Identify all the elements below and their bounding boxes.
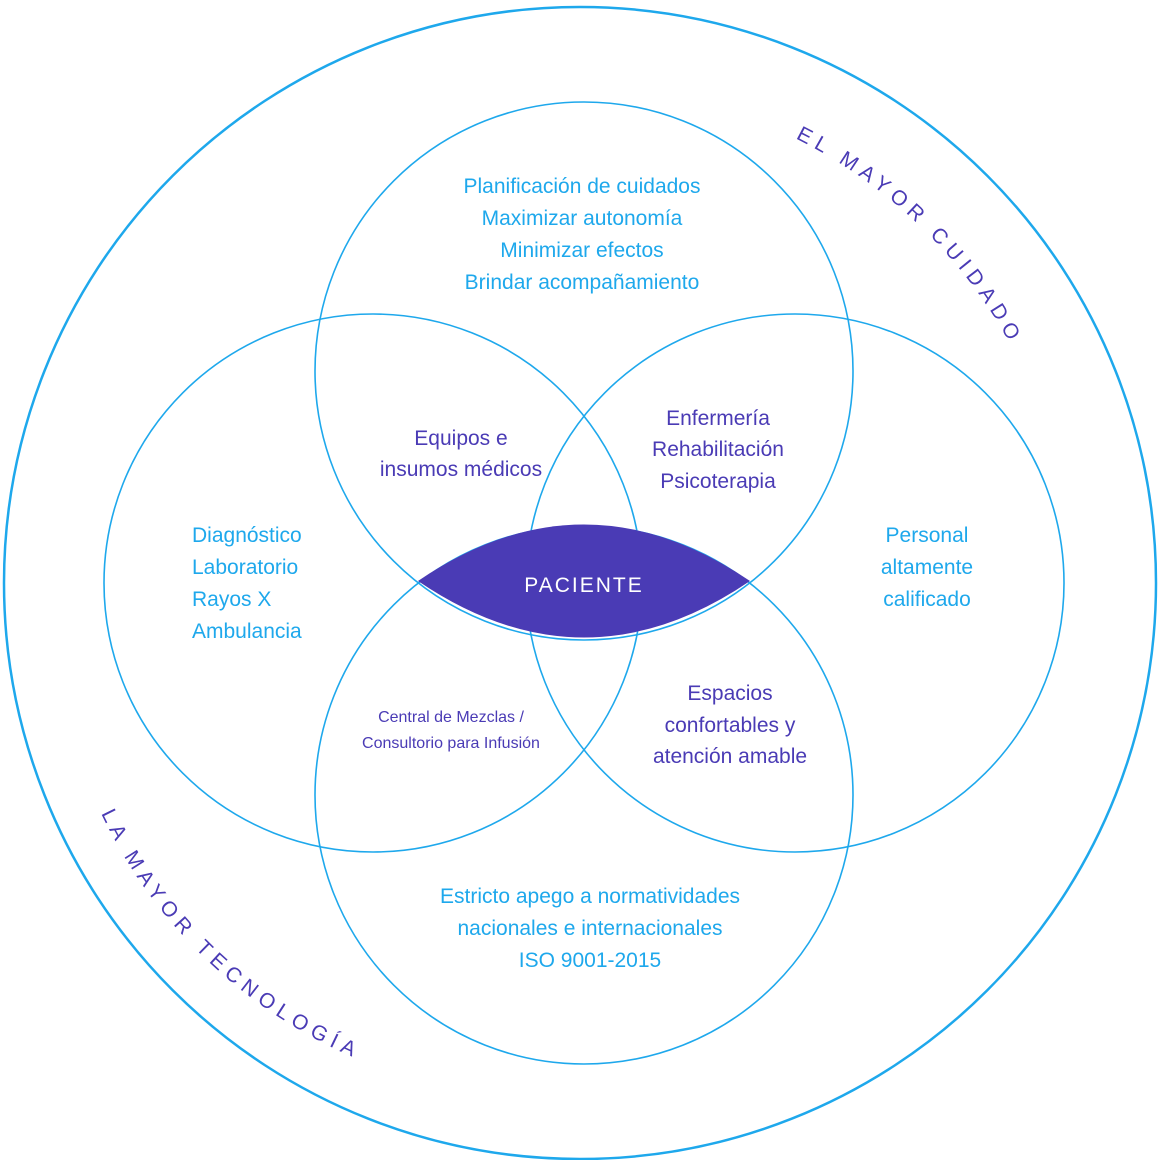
- overlap-line: Equipos e: [414, 427, 507, 450]
- top-circle-text: Planificación de cuidados Maximizar auto…: [464, 175, 701, 294]
- overlap-line: Psicoterapia: [660, 470, 776, 493]
- top-line: Brindar acompañamiento: [465, 271, 700, 294]
- left-line: Diagnóstico: [192, 524, 302, 547]
- overlap-top-right-text: Enfermería Rehabilitación Psicoterapia: [652, 407, 784, 493]
- right-line: calificado: [883, 588, 971, 611]
- overlap-top-left-text: Equipos e insumos médicos: [380, 427, 542, 481]
- bottom-line: Estricto apego a normatividades: [440, 885, 740, 908]
- label-el-mayor-cuidado: EL MAYOR CUIDADO: [793, 122, 1027, 349]
- overlap-bottom-left-text: Central de Mezclas / Consultorio para In…: [362, 709, 540, 752]
- top-line: Planificación de cuidados: [464, 175, 701, 198]
- circle-top: [314, 101, 854, 641]
- left-circle-text: Diagnóstico Laboratorio Rayos X Ambulanc…: [192, 524, 302, 643]
- right-circle-text: Personal altamente calificado: [881, 524, 973, 611]
- top-line: Maximizar autonomía: [482, 207, 683, 230]
- overlap-line: atención amable: [653, 745, 807, 768]
- bottom-line: nacionales e internacionales: [457, 917, 722, 940]
- overlap-line: Enfermería: [666, 407, 770, 430]
- left-line: Ambulancia: [192, 620, 302, 643]
- top-line: Minimizar efectos: [500, 239, 663, 262]
- outer-circle: [2, 5, 1158, 1161]
- overlap-line: Rehabilitación: [652, 438, 784, 461]
- bottom-line: ISO 9001-2015: [519, 949, 661, 972]
- right-line: Personal: [886, 524, 969, 547]
- overlap-line: confortables y: [665, 714, 796, 737]
- patient-label: PACIENTE: [524, 574, 643, 597]
- right-line: altamente: [881, 556, 973, 579]
- left-line: Rayos X: [192, 588, 271, 611]
- overlap-line: Consultorio para Infusión: [362, 735, 540, 752]
- left-line: Laboratorio: [192, 556, 298, 579]
- overlap-line: Espacios: [687, 682, 772, 705]
- overlap-line: insumos médicos: [380, 458, 542, 481]
- overlap-bottom-right-text: Espacios confortables y atención amable: [653, 682, 807, 768]
- overlap-line: Central de Mezclas /: [378, 709, 524, 726]
- bottom-circle-text: Estricto apego a normatividades nacional…: [440, 885, 740, 972]
- patient-lens: [418, 524, 750, 638]
- label-la-mayor-tecnologia: LA MAYOR TECNOLOGÍA: [97, 805, 365, 1063]
